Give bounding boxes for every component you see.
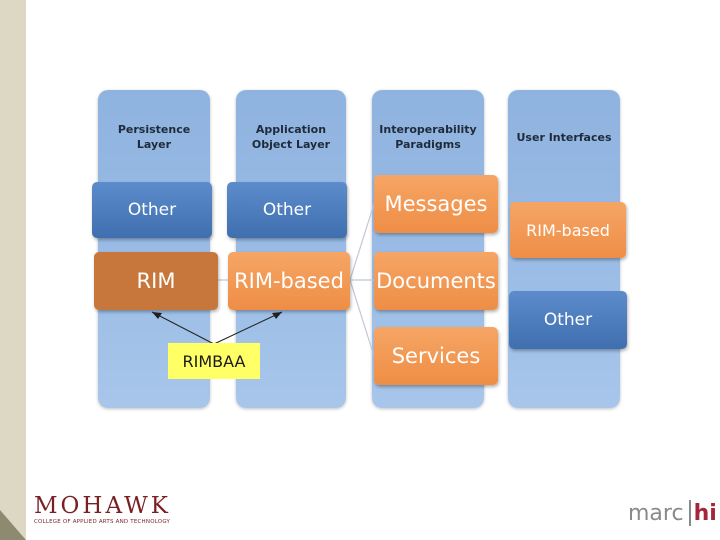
services-box: Services [374,327,498,385]
persistence-title-line2: Layer [136,138,172,151]
marc-logo-text: marc [628,500,684,526]
rimbaa-label-box: RIMBAA [168,343,260,379]
rimbaa-to-rimbased-arrow [213,311,283,345]
hi-logo-text: hi [693,500,717,526]
ui-rim-based-box: RIM-based [510,202,626,258]
documents-label: Documents [376,269,496,293]
persistence-title-line1: Persistence [117,123,191,136]
application-rim-based-label: RIM-based [234,269,344,293]
rimbased-arrowhead [272,312,282,319]
services-label: Services [391,344,481,368]
messages-box: Messages [374,175,498,233]
left-decorative-bar [0,0,26,540]
persistence-layer-title: Persistence Layer [98,122,210,152]
ui-other-box: Other [509,291,627,349]
interoperability-title: Interoperability Paradigms [372,122,484,152]
rim-arrowhead [152,312,162,319]
application-layer-title: Application Object Layer [236,122,346,152]
rimbaa-to-rim-arrow [151,311,215,345]
marc-hi-logo: marc hi [628,498,717,528]
persistence-rim-box: RIM [94,252,218,310]
persistence-rim-label: RIM [136,269,176,293]
application-rim-based-box: RIM-based [228,252,350,310]
logo-divider [688,500,691,526]
mohawk-logo-name: MOHAWK [34,493,171,519]
application-other-box: Other [227,182,347,238]
mohawk-logo: MOHAWK COLLEGE OF APPLIED ARTS AND TECHN… [34,494,174,525]
ui-other-label: Other [543,310,593,330]
rimbased-to-services-connector [349,279,375,357]
application-other-label: Other [262,200,312,220]
application-title-line2: Object Layer [251,138,331,151]
user-interfaces-title: User Interfaces [508,130,620,145]
mohawk-logo-tagline: COLLEGE OF APPLIED ARTS AND TECHNOLOGY [34,519,171,525]
interoperability-title-line1: Interoperability [379,123,477,136]
documents-box: Documents [374,252,498,310]
corner-decoration [0,510,26,540]
rimbaa-label: RIMBAA [182,351,246,371]
application-title-line1: Application [255,123,327,136]
persistence-other-box: Other [92,182,212,238]
messages-label: Messages [384,192,488,216]
rimbased-to-messages-connector [349,203,375,281]
persistence-other-label: Other [127,200,177,220]
user-interfaces-title-line1: User Interfaces [516,131,612,144]
ui-rim-based-label: RIM-based [526,220,610,240]
interoperability-title-line2: Paradigms [395,138,461,151]
